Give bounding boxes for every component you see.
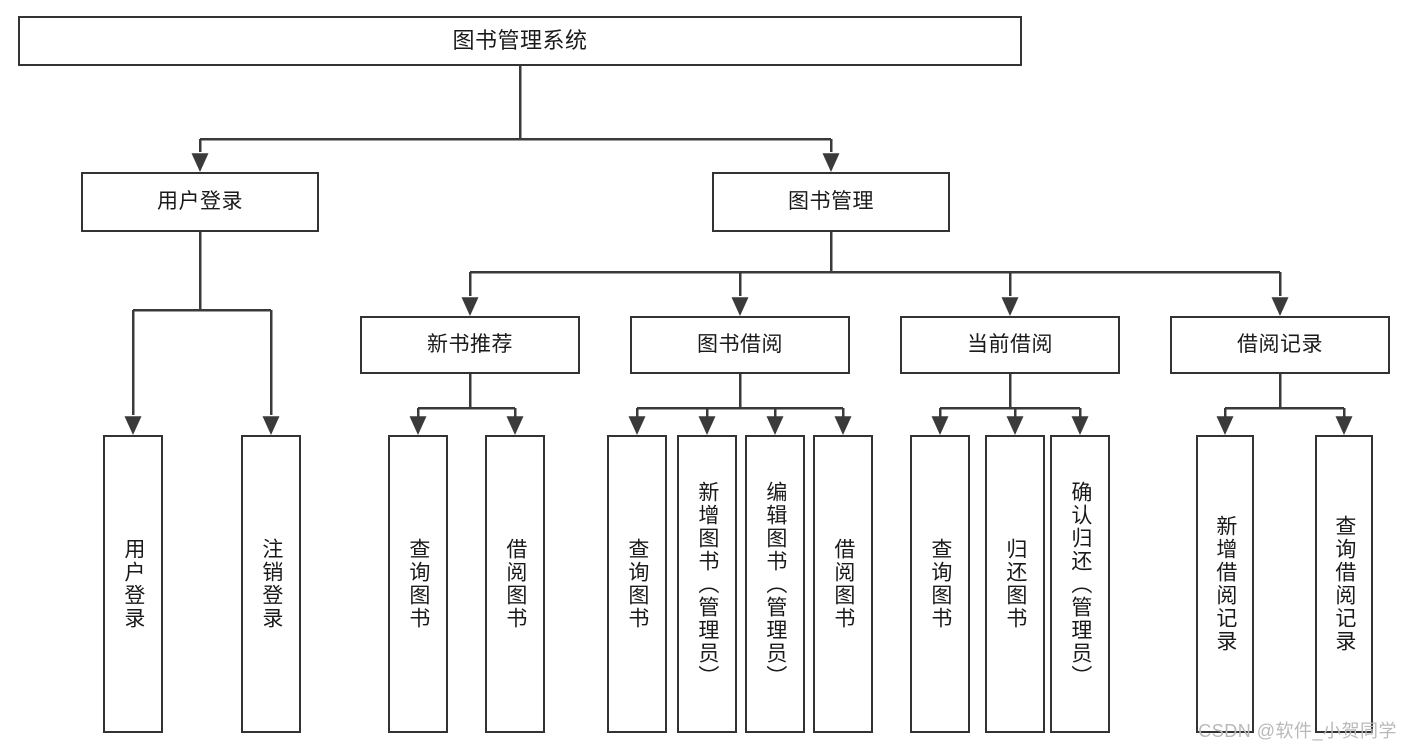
- node-user-login[interactable]: 用户登录: [81, 172, 319, 232]
- leaf-edit-book[interactable]: 编辑图书（管理员）: [745, 435, 805, 733]
- leaf-query-book-1-label: 查询图书: [406, 538, 430, 630]
- leaf-logout[interactable]: 注销登录: [241, 435, 301, 733]
- node-root-label: 图书管理系统: [452, 28, 588, 54]
- leaf-logout-label: 注销登录: [259, 538, 283, 630]
- leaf-borrow-book-2[interactable]: 借阅图书: [813, 435, 873, 733]
- node-new-book-recommend-label: 新书推荐: [427, 332, 513, 356]
- leaf-return-book-label: 归还图书: [1003, 538, 1027, 630]
- leaf-edit-book-label: 编辑图书（管理员）: [763, 480, 787, 688]
- leaf-add-record-label: 新增借阅记录: [1213, 515, 1237, 653]
- leaf-add-book-label: 新增图书（管理员）: [695, 480, 719, 688]
- leaf-user-login-label: 用户登录: [121, 538, 145, 630]
- node-borrow-record[interactable]: 借阅记录: [1170, 316, 1390, 374]
- leaf-borrow-book-2-label: 借阅图书: [831, 538, 855, 630]
- csdn-watermark: CSDN @软件_小贺同学: [1198, 721, 1397, 741]
- node-borrow-record-label: 借阅记录: [1237, 332, 1323, 356]
- leaf-return-book[interactable]: 归还图书: [985, 435, 1045, 733]
- node-book-management[interactable]: 图书管理: [712, 172, 950, 232]
- node-book-borrow-label: 图书借阅: [697, 332, 783, 356]
- node-current-borrow[interactable]: 当前借阅: [900, 316, 1120, 374]
- leaf-confirm-return[interactable]: 确认归还（管理员）: [1050, 435, 1110, 733]
- leaf-query-book-1[interactable]: 查询图书: [388, 435, 448, 733]
- node-current-borrow-label: 当前借阅: [967, 332, 1053, 356]
- leaf-confirm-return-label: 确认归还（管理员）: [1068, 480, 1092, 688]
- leaf-query-record[interactable]: 查询借阅记录: [1315, 435, 1373, 733]
- leaf-add-book[interactable]: 新增图书（管理员）: [677, 435, 737, 733]
- leaf-borrow-book-1-label: 借阅图书: [503, 538, 527, 630]
- leaf-borrow-book-1[interactable]: 借阅图书: [485, 435, 545, 733]
- node-user-login-label: 用户登录: [157, 189, 243, 213]
- leaf-query-book-3-label: 查询图书: [928, 538, 952, 630]
- node-book-borrow[interactable]: 图书借阅: [630, 316, 850, 374]
- leaf-add-record[interactable]: 新增借阅记录: [1196, 435, 1254, 733]
- leaf-query-book-2[interactable]: 查询图书: [607, 435, 667, 733]
- node-book-management-label: 图书管理: [788, 189, 874, 213]
- leaf-query-record-label: 查询借阅记录: [1332, 515, 1356, 653]
- node-new-book-recommend[interactable]: 新书推荐: [360, 316, 580, 374]
- leaf-query-book-2-label: 查询图书: [625, 538, 649, 630]
- leaf-user-login[interactable]: 用户登录: [103, 435, 163, 733]
- leaf-query-book-3[interactable]: 查询图书: [910, 435, 970, 733]
- node-root[interactable]: 图书管理系统: [18, 16, 1022, 66]
